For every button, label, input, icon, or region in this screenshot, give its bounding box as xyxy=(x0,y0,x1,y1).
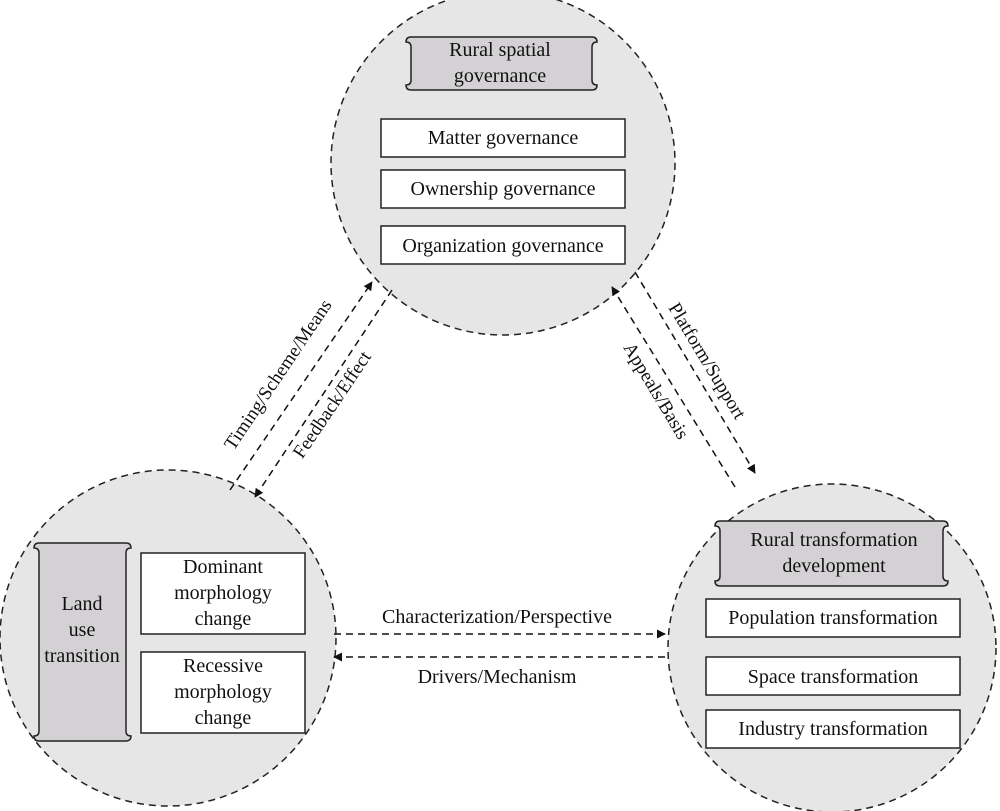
matter-governance-label: Matter governance xyxy=(428,127,579,149)
appeals-label: Appeals/Basis xyxy=(619,339,693,443)
dominant-morphology-box xyxy=(140,552,306,635)
feedback-label: Feedback/Effect xyxy=(289,347,376,462)
transformation-title-line2: development xyxy=(782,555,886,577)
industry-transformation-box xyxy=(705,709,961,749)
timing-arrow xyxy=(229,281,373,491)
space-transformation-label: Space transformation xyxy=(748,666,919,688)
governance-node: Rural spatial governance Matter governan… xyxy=(330,0,676,336)
platform-arrow xyxy=(634,271,756,474)
ownership-governance-box xyxy=(380,169,626,209)
governance-title-line1: Rural spatial xyxy=(449,39,551,61)
feedback-arrow xyxy=(254,289,393,498)
organization-governance-box xyxy=(380,225,626,265)
land-use-title-line1: Land xyxy=(61,593,102,615)
transformation-header-box xyxy=(714,520,949,587)
governance-header-box xyxy=(405,36,598,91)
governance-title-line2: governance xyxy=(454,65,546,87)
land-use-header-box xyxy=(33,542,132,742)
dominant-label-line3: change xyxy=(195,608,252,630)
recessive-label-line2: morphology xyxy=(174,681,272,703)
dominant-label-line1: Dominant xyxy=(183,556,263,578)
recessive-label-line1: Recessive xyxy=(183,655,263,677)
industry-transformation-label: Industry transformation xyxy=(738,718,927,740)
characterization-label: Characterization/Perspective xyxy=(382,606,612,628)
drivers-label: Drivers/Mechanism xyxy=(418,666,577,688)
land-use-title-line3: transition xyxy=(44,645,120,667)
matter-governance-box xyxy=(380,118,626,158)
space-transformation-box xyxy=(705,656,961,696)
ownership-governance-label: Ownership governance xyxy=(411,178,596,200)
transformation-node: Rural transformation development Populat… xyxy=(667,483,997,811)
dominant-label-line2: morphology xyxy=(174,582,272,604)
recessive-morphology-box xyxy=(140,651,306,734)
appeals-arrow xyxy=(611,286,736,488)
land-use-node: Land use transition Dominant morphology … xyxy=(0,469,337,807)
organization-governance-label: Organization governance xyxy=(402,235,603,257)
recessive-label-line3: change xyxy=(195,707,252,729)
population-transformation-box xyxy=(705,598,961,638)
transformation-title-line1: Rural transformation xyxy=(750,529,917,551)
population-transformation-label: Population transformation xyxy=(728,607,937,629)
land-use-title-line2: use xyxy=(69,619,96,641)
